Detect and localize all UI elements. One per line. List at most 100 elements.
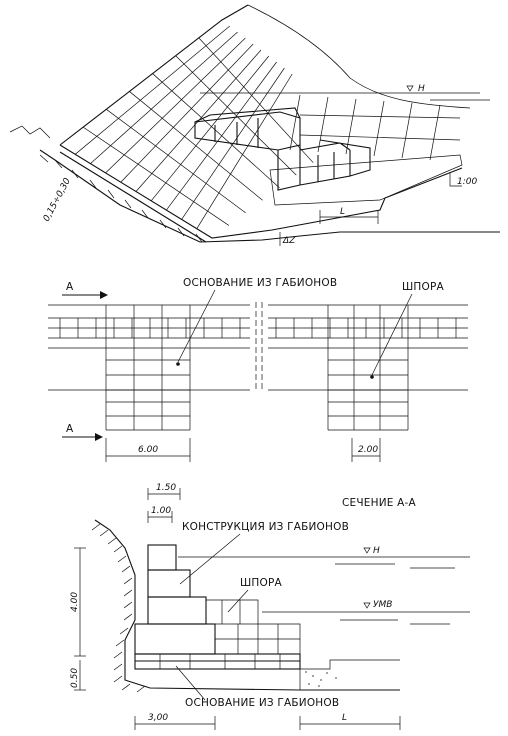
section-gabion-structure xyxy=(134,544,301,670)
section-dim-base-width: 3,00 xyxy=(134,713,216,730)
section-dim-top-outer-label: 1.50 xyxy=(156,483,176,493)
section-dim-length: L xyxy=(299,713,401,730)
plan-dim-spur: 2.00 xyxy=(351,438,381,462)
section-bed-dots xyxy=(305,671,337,687)
iso-length-label: L xyxy=(340,207,345,217)
iso-slope-ground xyxy=(39,149,500,243)
section-hatch-line xyxy=(123,601,133,609)
section-hatch-line xyxy=(121,683,131,691)
iso-grid-line xyxy=(74,25,231,155)
section-hatch-line xyxy=(119,627,129,635)
iso-grid-line xyxy=(429,104,441,161)
section-base-label: ОСНОВАНИЕ ИЗ ГАБИОНОВ xyxy=(185,697,339,709)
iso-grid-line xyxy=(299,134,461,141)
section-dim-base-height: 0.50 xyxy=(70,660,86,691)
plan-strip-grid xyxy=(48,304,468,391)
plan-spur-dim-label: 2.00 xyxy=(358,445,378,455)
section-bank-hatching xyxy=(91,523,146,693)
section-spur-leader xyxy=(227,589,249,613)
plan-break-marks xyxy=(255,302,263,392)
iso-grid-line xyxy=(152,73,280,188)
section-hatch-line xyxy=(113,545,123,553)
iso-grid-line xyxy=(105,37,246,174)
iso-thickness-label: 0,15÷0,30 xyxy=(42,176,73,223)
plan-base-leader-dot xyxy=(176,362,180,366)
iso-water-marker: H xyxy=(406,84,425,94)
iso-angle-label: 1:00 xyxy=(457,177,477,187)
iso-grid-line xyxy=(120,43,254,183)
plan-dim-width: 6.00 xyxy=(105,438,191,462)
iso-grid-line xyxy=(150,55,270,202)
section-hatch-line xyxy=(113,663,123,671)
iso-grid-line xyxy=(317,96,329,153)
section-water-h: H xyxy=(178,546,470,569)
iso-grid-line xyxy=(401,102,413,159)
iso-grid-line xyxy=(373,100,385,157)
section-hatch-line xyxy=(115,639,125,647)
section-hatch-line xyxy=(123,577,133,585)
section-bank-profile xyxy=(94,519,400,691)
iso-grid-line xyxy=(198,37,314,163)
plan-view: A A ОСНОВАНИЕ ИЗ ГАБИОНОВ ШПОРА 6.00 2.0… xyxy=(48,277,468,462)
plan-left-base xyxy=(105,305,191,431)
section-base-leader xyxy=(175,665,206,701)
section-hatch-line xyxy=(113,675,123,683)
section-dim-top-outer: 1.50 xyxy=(147,483,181,500)
iso-grid-line xyxy=(106,109,246,214)
section-water-umv-label: УМВ xyxy=(373,600,392,610)
section-dim-length-label: L xyxy=(342,713,347,723)
iso-angle-marker: 1:00 xyxy=(449,172,477,187)
plan-spur-leader xyxy=(371,293,413,376)
iso-grid-line xyxy=(90,31,238,164)
iso-step-platform xyxy=(269,154,463,206)
section-hatch-line xyxy=(107,537,117,545)
iso-grid-line xyxy=(289,94,301,151)
iso-dim-length: L xyxy=(319,207,379,224)
iso-grid-line xyxy=(175,55,297,176)
plan-section-arrow-bottom: A xyxy=(62,423,103,441)
plan-spur-leader-dot xyxy=(370,375,374,379)
section-hatch-line xyxy=(91,523,101,531)
plan-width-label: 6.00 xyxy=(138,445,158,455)
section-bed xyxy=(299,659,400,690)
section-view: СЕЧЕНИЕ А-А 1.50 1.00 xyxy=(70,483,470,730)
plan-base-leader xyxy=(177,289,216,363)
iso-grid-line xyxy=(299,114,461,119)
section-hatch-line xyxy=(99,529,109,537)
plan-section-top-label: A xyxy=(66,281,74,293)
section-water-umv: УМВ xyxy=(262,600,470,625)
section-construction-label: КОНСТРУКЦИЯ ИЗ ГАБИОНОВ xyxy=(182,521,349,533)
plan-section-bottom-label: A xyxy=(66,423,74,435)
section-dim-top-inner-label: 1.00 xyxy=(151,506,171,516)
iso-depth-label: ΔZ xyxy=(282,236,296,246)
iso-mattress-outline xyxy=(59,4,463,243)
section-hatch-line xyxy=(113,651,123,659)
plan-right-spur xyxy=(327,305,409,431)
section-hatch-line xyxy=(121,565,131,573)
plan-section-arrow-top: A xyxy=(62,281,108,299)
isometric-view: L ΔZ H 1:00 0,15÷0,30 xyxy=(9,4,500,246)
plan-base-label: ОСНОВАНИЕ ИЗ ГАБИОНОВ xyxy=(183,277,337,289)
iso-top-edge xyxy=(247,4,471,109)
iso-grid-line xyxy=(129,91,263,201)
section-hatch-line xyxy=(123,589,133,597)
iso-water-label: H xyxy=(418,84,425,94)
section-water-h-label: H xyxy=(373,546,380,556)
plan-spur-label: ШПОРА xyxy=(402,281,445,293)
iso-grid-line xyxy=(196,73,293,229)
section-dim-height: 4.00 xyxy=(70,547,86,657)
section-dim-base-height-label: 0.50 xyxy=(70,668,80,688)
section-title: СЕЧЕНИЕ А-А xyxy=(342,497,416,509)
section-dim-height-label: 4.00 xyxy=(70,592,80,612)
section-spur xyxy=(159,599,301,669)
section-hatch-line xyxy=(117,555,127,563)
section-hatch-line xyxy=(136,685,146,693)
iso-mattress-grid xyxy=(74,25,461,229)
iso-gabion-block xyxy=(194,107,371,191)
iso-dim-depth: ΔZ xyxy=(279,232,296,246)
section-hatch-line xyxy=(123,613,133,621)
iso-grid-line xyxy=(82,126,230,226)
section-dim-base-width-label: 3,00 xyxy=(148,713,168,723)
